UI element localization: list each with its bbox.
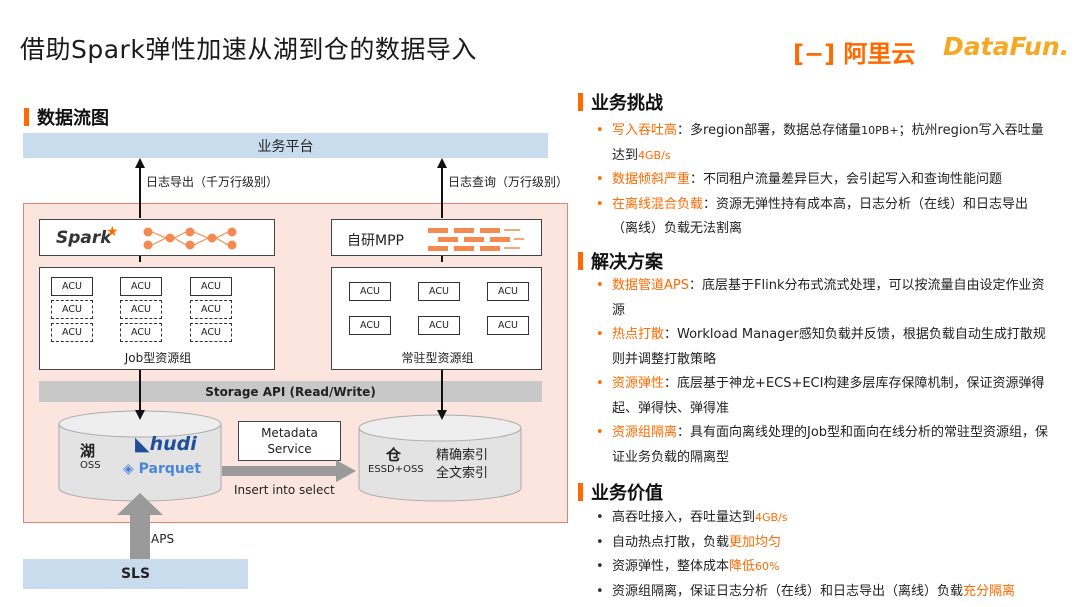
list-item: 写入吞吐高：多region部署，数据总存储量10PB+；杭州region写入吞吐… [594, 119, 1054, 168]
acu-node: ACU [487, 282, 529, 301]
section-title-challenge: 业务挑战 [578, 89, 663, 115]
list-item: 资源弹性，整体成本降低60% [594, 555, 1064, 580]
lake-title: 湖 [80, 442, 96, 460]
insert-into-select-label: Insert into select [234, 483, 335, 497]
aliyun-logo: [−] 阿里云 [793, 40, 916, 68]
aps-arrow [117, 493, 163, 559]
dag-icon [143, 227, 237, 250]
business-platform-bar: 业务平台 [23, 133, 548, 158]
lake-cylinder [58, 410, 222, 502]
warehouse-subtitle: ESSD+OSS [368, 464, 424, 475]
section-marker [578, 93, 583, 111]
hudi-logo: ◣hudi [135, 433, 197, 455]
acu-node: ACU [349, 316, 391, 335]
datafun-logo: DataFun. [943, 32, 1070, 61]
section-marker [578, 252, 583, 270]
lake-subtitle: OSS [80, 460, 101, 471]
section-title-solution: 解决方案 [578, 248, 663, 274]
sls-box: SLS [23, 559, 248, 589]
mpp-engine-box: 自研MPP [331, 219, 542, 256]
parquet-logo: ◈ Parquet [123, 461, 202, 477]
job-resource-group: ACU ACU ACU ACU ACU ACU ACU ACU ACU Job型… [39, 267, 275, 370]
list-item: 数据倾斜严重：不同租户流量差异巨大，会引起写入和查询性能问题 [594, 168, 1054, 193]
acu-node: ACU [418, 282, 460, 301]
hudi-icon: ◣ [135, 433, 150, 455]
acu-node: ACU [418, 316, 460, 335]
list-item: 资源弹性：底层基于神龙+ECS+ECI构建多层库存保障机制，保证资源弹得起、弹得… [594, 372, 1054, 421]
acu-node-elastic: ACU [120, 300, 162, 319]
acu-node-elastic: ACU [190, 323, 232, 342]
page-title: 借助Spark弹性加速从湖到仓的数据导入 [20, 35, 477, 64]
warehouse-cylinder [358, 414, 522, 502]
list-item: 数据管道APS：底层基于Flink分布式流式处理，可以按流量自由设定作业资源 [594, 274, 1054, 323]
spark-logo: Spark [56, 228, 112, 248]
acu-node-elastic: ACU [190, 300, 232, 319]
acu-node-elastic: ACU [51, 300, 93, 319]
parquet-icon: ◈ [123, 461, 134, 477]
solution-list: 数据管道APS：底层基于Flink分布式流式处理，可以按流量自由设定作业资源 热… [594, 274, 1054, 470]
acu-node: ACU [190, 277, 232, 296]
job-group-label: Job型资源组 [124, 351, 192, 365]
section-title-value: 业务价值 [578, 479, 663, 505]
resident-group-label: 常驻型资源组 [401, 351, 474, 365]
aliyun-bracket-icon: [−] [793, 40, 836, 68]
acu-node: ACU [120, 277, 162, 296]
acu-node-elastic: ACU [51, 323, 93, 342]
list-item: 热点打散：Workload Manager感知负载并反馈，根据负载自动生成打散规… [594, 323, 1054, 372]
mpp-label: 自研MPP [347, 233, 404, 249]
section-marker [578, 483, 583, 501]
insert-flow-arrow [222, 460, 356, 482]
section-title-dataflow: 数据流图 [24, 104, 109, 130]
log-query-label: 日志查询（万行级别） [448, 175, 569, 189]
acu-node: ACU [349, 282, 391, 301]
list-item: 在离线混合负载：资源无弹性持有成本高，日志分析（在线）和日志导出（离线）负载无法… [594, 193, 1054, 242]
index-fulltext-label: 全文索引 [436, 466, 489, 481]
aps-label: APS [151, 532, 175, 546]
resident-resource-group: ACU ACU ACU ACU ACU ACU 常驻型资源组 [331, 267, 542, 370]
metadata-service-box: Metadata Service [238, 421, 341, 461]
list-item: 高吞吐接入，吞吐量达到4GB/s [594, 506, 1064, 531]
list-item: 自动热点打散，负载更加均匀 [594, 531, 1064, 556]
warehouse-title: 仓 [386, 446, 402, 464]
section-marker [24, 108, 29, 126]
value-list: 高吞吐接入，吞吐量达到4GB/s 自动热点打散，负载更加均匀 资源弹性，整体成本… [594, 506, 1064, 604]
list-item: 资源组隔离：具有面向离线处理的Job型和面向在线分析的常驻型资源组，保证业务负载… [594, 421, 1054, 470]
acu-node: ACU [51, 277, 93, 296]
storage-api-bar: Storage API (Read/Write) [39, 381, 542, 402]
challenge-list: 写入吞吐高：多region部署，数据总存储量10PB+；杭州region写入吞吐… [594, 119, 1054, 242]
list-item: 资源组隔离，保证日志分析（在线）和日志导出（离线）负载充分隔离 [594, 580, 1064, 605]
spark-engine-box: Spark ★ [39, 219, 275, 256]
spark-star-icon: ★ [106, 224, 119, 240]
index-exact-label: 精确索引 [436, 448, 489, 463]
acu-node-elastic: ACU [120, 323, 162, 342]
log-export-label: 日志导出（千万行级别） [146, 175, 279, 189]
mpp-pipeline-icon [428, 228, 524, 251]
acu-node: ACU [487, 316, 529, 335]
